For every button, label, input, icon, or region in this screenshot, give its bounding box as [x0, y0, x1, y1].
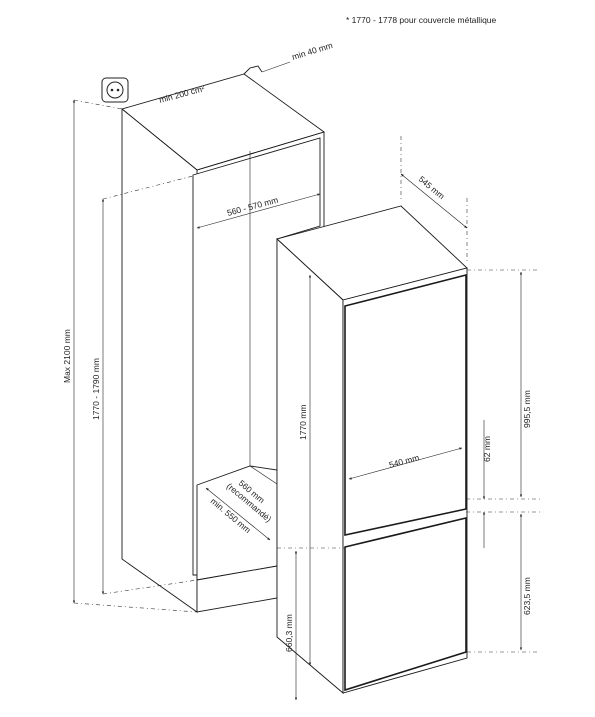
h1770-ext-top — [102, 175, 194, 200]
dim-62: 62 mm — [482, 436, 492, 462]
dim-623-5: 623,5 mm — [522, 577, 532, 615]
dim-1770: 1770 mm — [298, 405, 308, 440]
dim-max-2100: Max 2100 mm — [62, 329, 72, 383]
dim-660-3: 660,3 mm — [284, 614, 294, 652]
footnote-text: * 1770 - 1778 pour couvercle métallique — [346, 15, 497, 25]
cabinet-front-top-edge — [196, 131, 325, 171]
freezer-door — [344, 516, 467, 692]
w540-line — [348, 447, 463, 480]
ventilation-opening — [243, 65, 263, 75]
dim-min-40: min 40 mm — [291, 40, 334, 62]
power-outlet-icon — [101, 77, 129, 103]
dim-545: 545 mm — [417, 174, 447, 201]
fridge-door — [344, 273, 467, 536]
dim-1770-1790: 1770 - 1790 mm — [91, 358, 101, 420]
vent-dim-line — [261, 61, 291, 73]
max2100-ext-bot — [73, 602, 198, 613]
dim-995-5: 995,5 mm — [522, 390, 532, 428]
floor-edge — [249, 465, 278, 485]
h1770-ext-bot — [102, 579, 198, 595]
appliance — [276, 205, 468, 694]
d560-line — [205, 487, 271, 541]
d545-line — [400, 173, 468, 229]
max2100-ext-top — [73, 99, 123, 110]
w560-line — [196, 193, 321, 229]
